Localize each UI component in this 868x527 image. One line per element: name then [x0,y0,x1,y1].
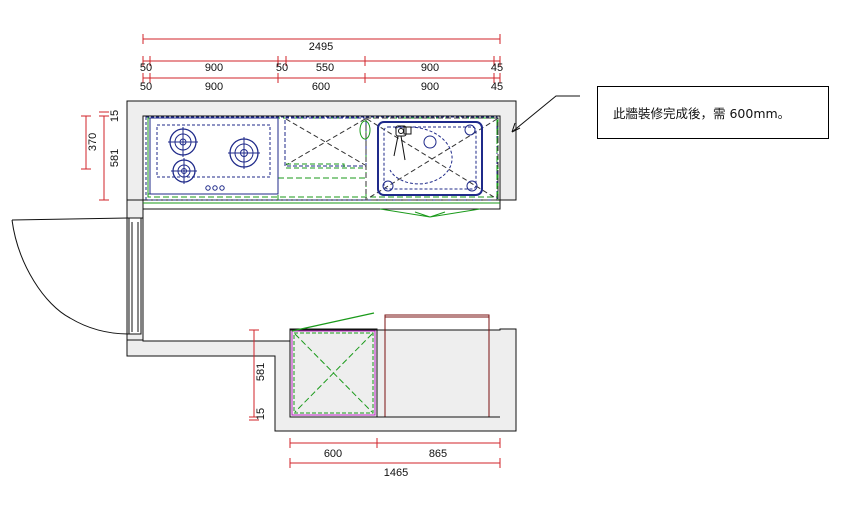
sink-corner [382,180,394,192]
dim-ticks [81,111,109,201]
walls [126,100,517,432]
lower-vertical-dimensions [249,329,259,421]
middle-cabinet [284,117,367,169]
dishwasher-icon [379,208,481,218]
sink-cabinet-outline [365,117,499,201]
dim-ticks [289,438,501,468]
sink-corner [464,124,476,136]
bottom-dimension-labels: 600 865 1465 [324,448,447,479]
top-dimension-labels: 2495 50 900 50 550 900 45 50 900 600 900… [140,41,503,93]
lower-cabinet-left-inner2 [293,332,374,414]
door-swing-icon [11,217,130,335]
counter-outline-green [147,117,498,198]
annotation-note-text: 此牆裝修完成後，需 600mm。 [613,106,791,121]
faucet-icon [393,125,412,161]
counter-edge [142,199,501,210]
dim-label: 581 [109,149,121,167]
sink-corner [466,180,478,192]
lower-cabinet-cross [294,333,373,413]
dim-label: 15 [109,110,121,122]
dim-label: 900 [421,62,439,74]
hob-outline [149,117,279,195]
dim-label: 581 [255,363,267,381]
dim-label: 900 [205,62,223,74]
lower-cabinets [289,312,500,418]
dim-label: 865 [429,448,447,460]
dim-label: 900 [421,81,439,93]
left-dimensions [81,111,109,201]
sink-inner [383,126,477,190]
note-leader [511,95,580,133]
gas-burner-icon [228,137,260,169]
sink [359,117,499,201]
sink-icon [377,121,483,196]
dim-label-total: 2495 [309,41,333,53]
lower-cabinet-left-inner [291,330,376,416]
counter-outline-blue [145,116,498,201]
sink-drain [423,135,437,149]
dim-ticks [249,329,259,421]
top-dimensions [142,34,501,83]
dim-label: 600 [312,81,330,93]
cabinet-lines [286,163,366,169]
arrowhead-icon [511,122,521,133]
door-leaf [128,217,142,335]
cabinet-cross [285,118,366,166]
sink-outer-handle [359,120,371,140]
dim-label: 600 [324,448,342,460]
gas-burner-icon [171,158,197,184]
dim-label: 1465 [384,467,408,479]
dim-label: 50 [140,62,152,74]
dim-label: 15 [255,408,267,420]
sink-cabinet-cross [366,118,498,200]
counter-base-outline [147,118,499,200]
hob-inner-outline [156,124,271,178]
gas-hob [149,117,279,195]
lower-vertical-labels: 581 15 [255,363,267,420]
sink-swing [389,126,453,185]
dim-label: 50 [140,81,152,93]
wall-bottom-right [126,328,517,432]
dim-label: 50 [276,62,288,74]
door [11,217,142,335]
lower-cabinet-door-swing [291,312,375,332]
hob-knobs [205,185,225,191]
wall-left-jamb [126,199,144,219]
dim-label: 45 [491,62,503,74]
upper-counter [142,116,501,218]
dim-ticks [142,34,501,83]
dim-label: 45 [491,81,503,93]
dim-label: 550 [316,62,334,74]
dim-label: 370 [87,133,99,151]
annotation-note: 此牆裝修完成後，需 600mm。 [597,86,829,139]
dim-label: 900 [205,81,223,93]
leader-line [511,95,580,133]
left-dimension-labels: 15 370 581 [87,110,121,167]
bottom-dimensions [289,438,501,468]
gas-burner-icon [168,127,198,157]
wall-top-left [126,100,517,341]
